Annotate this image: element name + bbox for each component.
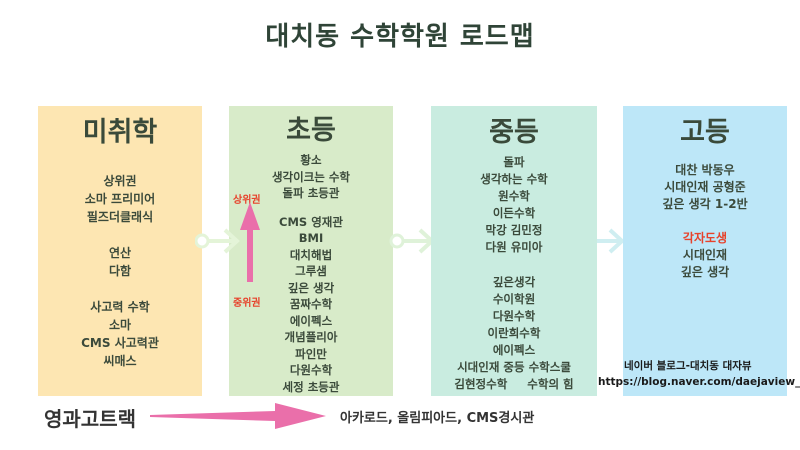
blog-name: 네이버 블로그-대치동 대자뷰: [624, 360, 752, 372]
list-item: 깊은 생각 1-2반: [662, 197, 748, 211]
list-item: 연산: [108, 246, 132, 260]
blog-credit: 네이버 블로그-대치동 대자뷰 https://blog.naver.com/d…: [598, 358, 800, 390]
list-item: 시대인재 중등 수학스쿨: [457, 360, 571, 374]
list-item: BMI: [298, 231, 324, 245]
right-arrow-icon: [150, 403, 326, 429]
chevron-right-icon: [195, 228, 240, 254]
list-item: 필즈더클래식: [86, 210, 154, 224]
middle-tier-label: 중위권: [233, 298, 261, 309]
column-heading: 고등: [680, 117, 730, 148]
list-item: 대찬 박동우: [675, 163, 735, 177]
list-item: 황소: [300, 153, 322, 167]
column-preschool: 미취학 상위권 소마 프리미어 필즈더클래식 연산 다함 사고력 수학 소마 C…: [38, 106, 202, 396]
list-item: 세정 초등관: [282, 379, 340, 394]
list-item: CMS 사고력관: [81, 336, 159, 350]
up-arrow-icon: [240, 202, 260, 282]
list-item: 생각하는 수학: [480, 172, 548, 186]
list-gap: [623, 213, 787, 230]
list-item: 이란희수학: [487, 326, 541, 340]
school-list: 상위권 소마 프리미어 필즈더클래식 연산 다함 사고력 수학 소마 CMS 사…: [38, 172, 202, 370]
list-item: CMS 영재관: [279, 214, 343, 229]
list-item: 이든수학: [492, 206, 536, 220]
list-gap: [431, 256, 597, 274]
list-item: 에이펙스: [289, 313, 333, 328]
list-item: 다함: [108, 264, 132, 278]
list-item: 깊은 생각: [680, 265, 730, 279]
list-item: 수이학원: [492, 292, 536, 306]
list-item: 김현정수학 수학의 힘: [454, 377, 574, 391]
list-item: 소마: [108, 318, 132, 332]
list-item: 시대인재 공형준: [664, 180, 746, 194]
list-gap: [38, 280, 202, 298]
list-item: 돌파 초등관: [282, 186, 340, 200]
school-list: 황소 생각이크는 수학 돌파 초등관 CMS 영재관 BMI 대치해법 그루샘 …: [229, 152, 393, 395]
blog-url: https://blog.naver.com/daejaview_: [598, 376, 800, 388]
list-item: 다원수학: [289, 363, 333, 377]
column-high-school: 고등 대찬 박동우 시대인재 공형준 깊은 생각 1-2반 각자도생 시대인재 …: [623, 106, 787, 396]
column-heading: 중등: [489, 117, 539, 148]
list-item: 막강 김민정: [485, 223, 543, 237]
column-heading: 초등: [286, 115, 336, 146]
list-gap: [38, 226, 202, 244]
list-item: 개념플리아: [284, 330, 338, 344]
list-item: 깊은 생각: [287, 280, 335, 295]
competition-list: 아카로드, 올림피아드, CMS경시관: [340, 411, 535, 426]
gifted-track-label: 영과고트랙: [44, 407, 136, 431]
list-item: 생각이크는 수학: [271, 169, 351, 184]
list-item: 에이펙스: [492, 343, 536, 357]
upper-tier-label: 상위권: [233, 195, 261, 206]
list-item: 꿈짜수학: [289, 297, 333, 311]
list-item: 깊은생각: [492, 275, 536, 289]
list-item: 소마 프리미어: [84, 192, 156, 206]
list-item: 돌파: [503, 155, 525, 169]
column-heading: 미취학: [82, 117, 158, 148]
list-item: 그루샘: [295, 264, 327, 278]
list-item: 상위권: [103, 174, 137, 188]
highlight-item: 각자도생: [682, 231, 728, 245]
list-item: 파인만: [295, 346, 327, 361]
list-item: 대치해법: [289, 247, 333, 262]
list-item: 원수학: [498, 189, 530, 203]
list-item: 다원 유미아: [485, 240, 543, 254]
school-list: 대찬 박동우 시대인재 공형준 깊은 생각 1-2반 각자도생 시대인재 깊은 …: [623, 162, 787, 281]
list-item: 사고력 수학: [90, 300, 150, 314]
list-item: 씨매스: [103, 354, 137, 368]
column-elementary: 초등 황소 생각이크는 수학 돌파 초등관 CMS 영재관 BMI 대치해법 그…: [229, 106, 393, 396]
list-item: 다원수학: [492, 309, 536, 323]
list-item: 시대인재: [682, 248, 728, 262]
column-middle-school: 중등 돌파 생각하는 수학 원수학 이든수학 막강 김민정 다원 유미아 깊은생…: [431, 106, 597, 396]
school-list: 돌파 생각하는 수학 원수학 이든수학 막강 김민정 다원 유미아 깊은생각 수…: [431, 154, 597, 393]
page-title: 대치동 수학학원 로드맵: [265, 22, 535, 52]
